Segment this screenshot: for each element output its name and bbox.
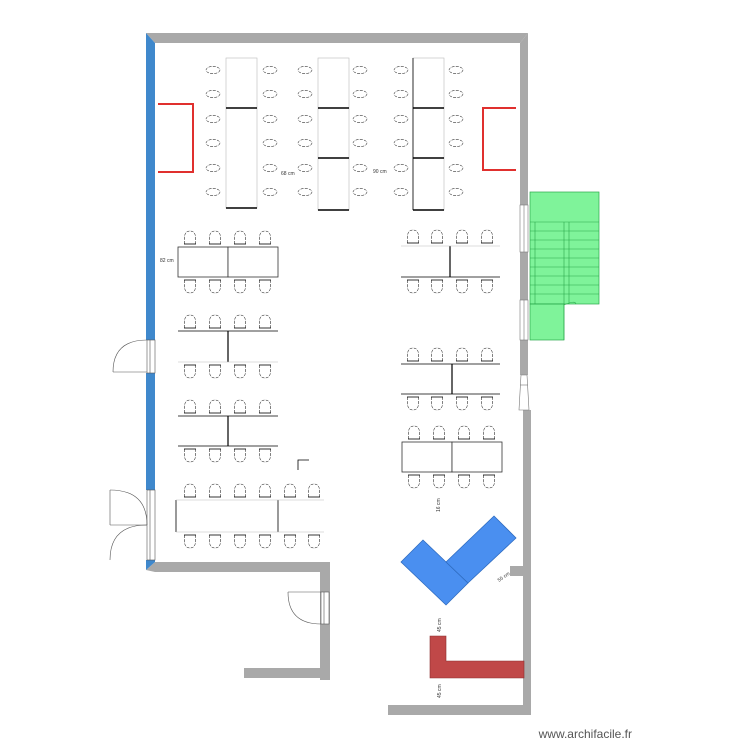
door-left-single[interactable] <box>112 339 156 374</box>
dim-left: 82 cm <box>160 258 174 264</box>
watermark-text: www.archifacile.fr <box>538 727 632 741</box>
right-openings <box>518 204 530 411</box>
left-table-row-4 <box>175 459 324 549</box>
top-table-group-1 <box>205 57 278 209</box>
right-table-row-3 <box>401 425 503 489</box>
wall-right-mid2 <box>520 340 528 375</box>
counter <box>429 635 525 679</box>
wall-bottom-right <box>388 705 531 715</box>
blue-desks <box>400 515 517 606</box>
dim-top-right: 90 cm <box>373 169 387 175</box>
left-table-row-1 <box>177 230 279 294</box>
left-table-row-3 <box>178 399 278 463</box>
right-table-row-2 <box>401 347 500 411</box>
door-closet[interactable] <box>287 591 330 625</box>
red-frame-right <box>482 107 516 171</box>
left-table-row-2 <box>178 314 278 379</box>
wall-stub <box>510 566 524 576</box>
wall-right-lower <box>523 410 531 715</box>
right-table-row-1 <box>401 229 500 294</box>
wall-top <box>146 33 528 43</box>
wall-bottom-left <box>146 562 330 572</box>
wall-closet-bottom <box>244 668 330 678</box>
dim-right: 16 cm <box>436 498 442 512</box>
desk-right <box>445 515 517 584</box>
dim-top-left: 68 cm <box>281 171 295 177</box>
top-table-group-2 <box>297 57 368 211</box>
door-left-double[interactable] <box>109 489 156 561</box>
dim-bottom-1: 45 cm <box>437 618 443 632</box>
dim-desk: 55 cm <box>497 571 512 584</box>
wall-right-upper <box>520 33 528 205</box>
window-wall <box>146 33 155 570</box>
wall-right-mid <box>520 252 528 300</box>
red-frame-left <box>158 103 194 173</box>
dim-bottom-2: 45 cm <box>437 684 443 698</box>
staircase <box>529 191 600 341</box>
top-table-group-3 <box>393 57 464 211</box>
